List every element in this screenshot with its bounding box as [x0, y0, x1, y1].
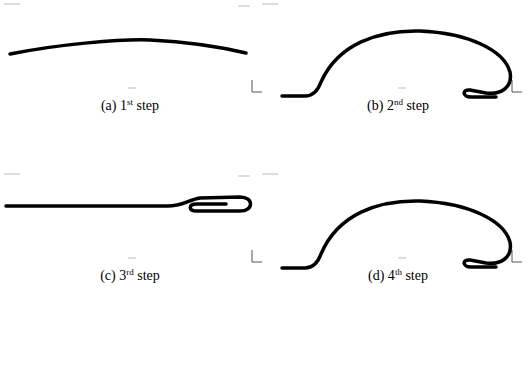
hemmed-sheet [282, 201, 510, 268]
hemmed-sheet [282, 31, 510, 97]
flat-sheet [10, 40, 246, 54]
step-caption: (b) 2nd step [367, 98, 429, 114]
sheet-profiles [6, 31, 510, 268]
flattened-hem [6, 197, 251, 211]
axis-triads [252, 80, 522, 262]
step-caption: (c) 3rd step [100, 268, 160, 284]
step-caption: (a) 1st step [101, 98, 159, 114]
step-caption: (d) 4th step [368, 268, 428, 284]
